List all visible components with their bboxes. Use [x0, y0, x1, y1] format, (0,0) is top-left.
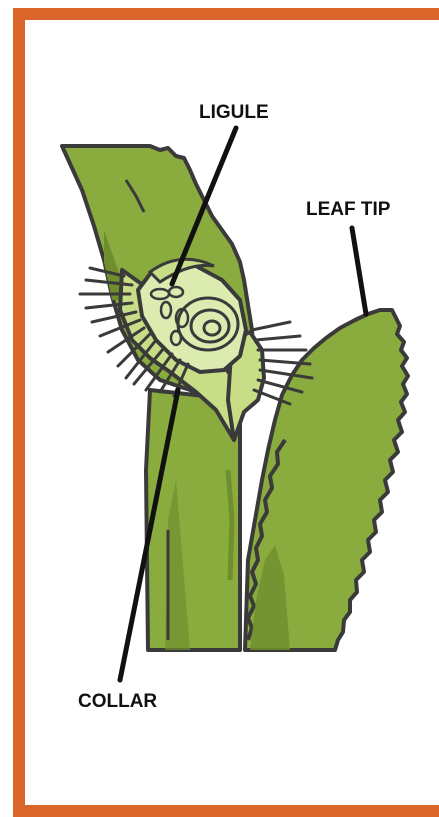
label-leaf-tip: LEAF TIP — [306, 199, 391, 220]
label-ligule: LIGULE — [199, 102, 269, 123]
label-collar: COLLAR — [78, 691, 157, 712]
leaf-tip-pointer — [352, 228, 366, 314]
